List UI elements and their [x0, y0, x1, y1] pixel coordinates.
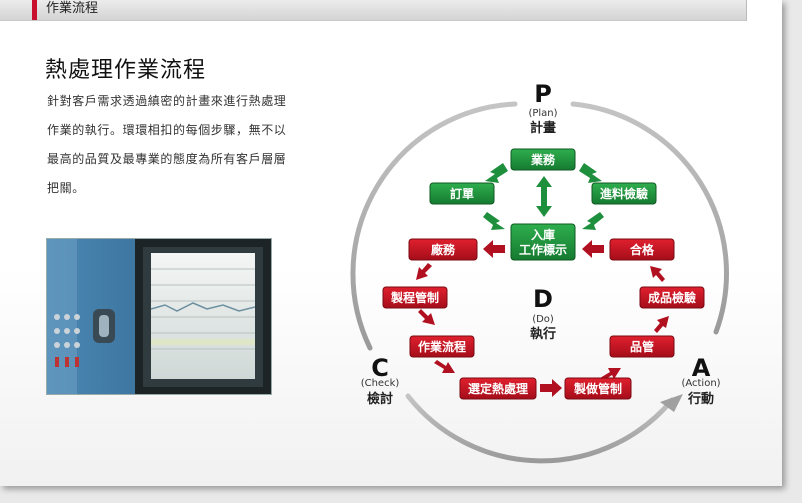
pdca-do: D (Do) 執行 [530, 285, 556, 342]
node-process-control: 製程管制 [382, 286, 448, 309]
content-panel: 作業流程 熱處理作業流程 針對客戶需求透過縝密的計畫來進行熱處理 作業的執行。環… [0, 0, 782, 486]
intro-line: 針對客戶需求透過縝密的計畫來進行熱處理 [47, 94, 287, 108]
node-pass: 合格 [609, 238, 675, 261]
do-letter: D [533, 285, 553, 313]
arrow-business-work-bidirectional [536, 176, 552, 217]
node-work-flow: 作業流程 [409, 335, 475, 358]
arrow-factory-process [416, 263, 432, 280]
node-pass-label: 合格 [630, 242, 655, 257]
pdca-diagram: P (Plan) 計畫 D (Do) 執行 C (Check) 檢討 A (Ac… [350, 80, 729, 464]
equipment-photo-art [47, 239, 271, 394]
section-header-bar: 作業流程 [0, 0, 747, 21]
action-letter: A [692, 354, 711, 382]
plan-english: (Plan) [528, 108, 557, 119]
node-process-control-label: 製程管制 [390, 290, 439, 305]
node-order-label: 訂單 [450, 186, 474, 201]
node-order: 訂單 [429, 182, 495, 205]
node-labeling-label: 工作標示 [519, 242, 567, 257]
arrow-pass-work [582, 240, 604, 258]
plan-chinese: 計畫 [530, 120, 556, 136]
node-work-flow-label: 作業流程 [418, 339, 466, 354]
arrow-process-workflow [418, 309, 435, 325]
node-making-control: 製做管制 [564, 377, 632, 400]
plan-letter: P [534, 80, 552, 108]
arrow-product-pass [650, 266, 665, 282]
ring-arc-plan-action [570, 101, 729, 335]
equipment-photo [46, 238, 272, 395]
pdca-plan: P (Plan) 計畫 [528, 80, 557, 136]
flow-arrows [416, 163, 669, 397]
node-business-label: 業務 [530, 152, 556, 167]
do-chinese: 執行 [530, 326, 556, 342]
node-product-check-label: 成品檢驗 [648, 290, 696, 305]
arrow-order-work [483, 212, 505, 230]
arrow-workflow-select [434, 360, 455, 373]
arrow-work-factory [483, 240, 505, 258]
node-product-check: 成品檢驗 [639, 286, 705, 309]
check-chinese: 檢討 [367, 391, 393, 407]
arrow-business-order [485, 163, 508, 183]
node-incoming-check-label: 進料檢驗 [600, 186, 648, 201]
check-letter: C [371, 354, 389, 382]
header-accent [32, 0, 37, 20]
pdca-check: C (Check) 檢討 [361, 354, 400, 407]
node-storage-label: 入庫 [531, 227, 555, 242]
node-factory: 廠務 [408, 238, 478, 261]
node-incoming-check: 進料檢驗 [591, 182, 657, 205]
intro-paragraph: 針對客戶需求透過縝密的計畫來進行熱處理 作業的執行。環環相扣的每個步驟，無不以 … [47, 87, 319, 203]
node-quality-control-label: 品管 [630, 339, 654, 354]
action-chinese: 行動 [687, 391, 714, 407]
arrow-business-incoming [579, 163, 602, 183]
ring-arc-plan-check [350, 101, 518, 351]
check-english: (Check) [361, 378, 400, 389]
arrow-select-making [540, 379, 562, 397]
node-making-control-label: 製做管制 [573, 381, 622, 396]
node-factory-label: 廠務 [431, 242, 456, 257]
action-english: (Action) [681, 378, 720, 389]
intro-line: 把關。 [47, 181, 85, 195]
node-business: 業務 [510, 148, 576, 171]
section-title: 作業流程 [46, 1, 99, 16]
node-storage-labeling: 入庫 工作標示 [510, 223, 576, 261]
cycle-ring [350, 101, 729, 464]
page-title: 熱處理作業流程 [45, 58, 207, 83]
node-select-heat-label: 選定熱處理 [468, 381, 528, 396]
node-select-heat: 選定熱處理 [459, 377, 537, 400]
intro-line: 作業的執行。環環相扣的每個步驟，無不以 [47, 123, 287, 137]
node-quality-control: 品管 [609, 335, 675, 358]
do-english: (Do) [532, 314, 554, 325]
pdca-action: A (Action) 行動 [681, 354, 720, 407]
ring-arc-bottom [405, 393, 675, 464]
intro-line: 最高的品質及最專業的態度為所有客戶層層 [47, 152, 287, 166]
arrow-incoming-work [582, 212, 604, 230]
ring-arrowhead [660, 394, 683, 412]
arrow-quality-product [654, 316, 669, 333]
